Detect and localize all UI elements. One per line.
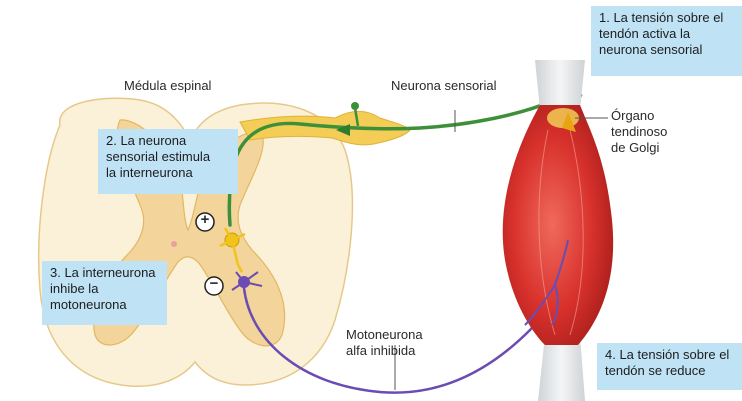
motor-neuron-label: Motoneurona alfa inhibida <box>346 327 423 359</box>
step-3-box: 3. La interneurona inhibe la motoneurona <box>42 261 167 325</box>
central-canal <box>171 241 177 247</box>
sensory-neuron-label: Neurona sensorial <box>391 78 497 94</box>
tendon-top <box>535 60 585 110</box>
sensory-cell-body <box>351 102 359 110</box>
minus-sign: − <box>207 276 221 292</box>
plus-sign: + <box>198 212 212 228</box>
golgi-tendon-organ <box>547 108 579 128</box>
spinal-cord-label: Médula espinal <box>124 78 211 94</box>
step-4-box: 4. La tensión sobre el tendón se reduce <box>597 343 742 390</box>
golgi-organ-label: Órgano tendinoso de Golgi <box>611 108 667 156</box>
step-2-box: 2. La neurona sensorial estimula la inte… <box>98 129 238 194</box>
step-1-box: 1. La tensión sobre el tendón activa la … <box>591 6 742 76</box>
